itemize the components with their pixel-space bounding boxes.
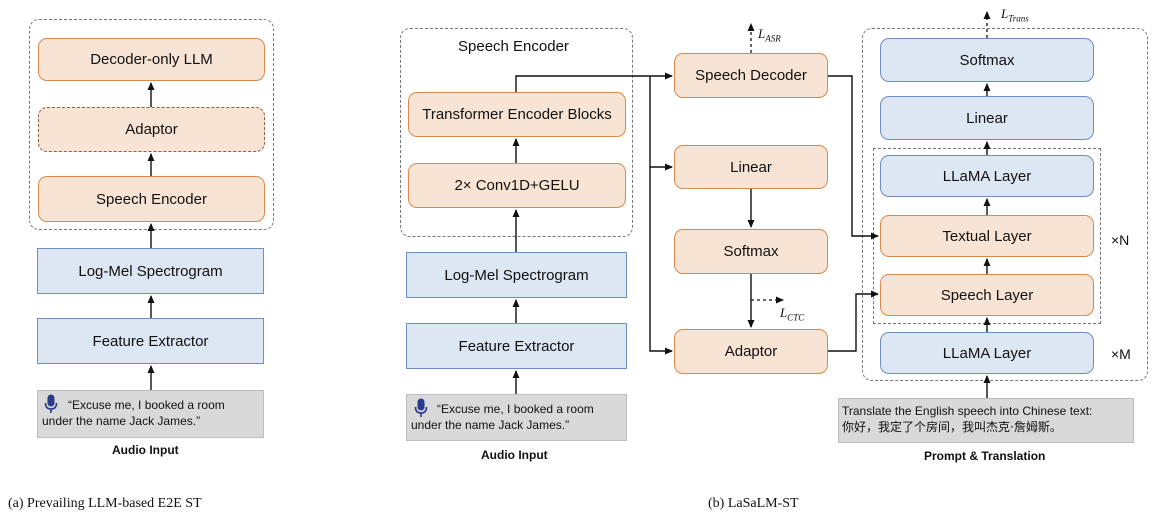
panel-b-microphone-icon bbox=[414, 398, 428, 417]
llama-layer-lower: LLaMA Layer bbox=[880, 332, 1094, 374]
llm-outer-group bbox=[862, 28, 1148, 381]
panel-a-speech-encoder: Speech Encoder bbox=[38, 176, 265, 222]
speech-decoder: Speech Decoder bbox=[674, 53, 828, 98]
mid-linear: Linear bbox=[674, 145, 828, 189]
speech-encoder-title: Speech Encoder bbox=[458, 38, 569, 55]
panel-a-microphone-icon bbox=[44, 394, 58, 413]
prompt-translation-box: Translate the English speech into Chines… bbox=[838, 398, 1134, 443]
panel-a-audio-text-line-1: “Excuse me, I booked a room bbox=[68, 398, 225, 412]
translation-text: 你好，我定了个房间，我叫杰克·詹姆斯。 bbox=[842, 420, 1062, 434]
panel-b-feature-extractor: Feature Extractor bbox=[406, 323, 627, 369]
loss-ctc-label: LCTC bbox=[780, 305, 805, 323]
panel-b-audio-text-line-1: “Excuse me, I booked a room bbox=[437, 402, 594, 416]
speech-layer: Speech Layer bbox=[880, 274, 1094, 316]
panel-a-log-mel-spectrogram: Log-Mel Spectrogram bbox=[37, 248, 264, 294]
loss-asr-label: LASR bbox=[758, 26, 781, 44]
panel-b-log-mel-spectrogram: Log-Mel Spectrogram bbox=[406, 252, 627, 298]
panel-b-audio-input-box: “Excuse me, I booked a room under the na… bbox=[406, 394, 627, 441]
top-softmax: Softmax bbox=[880, 38, 1094, 82]
loss-trans-label: LTrans bbox=[1001, 6, 1029, 24]
conv1d-gelu-block: 2× Conv1D+GELU bbox=[408, 163, 626, 208]
times-m-label: ×M bbox=[1111, 346, 1131, 362]
panel-a-audio-input-label: Audio Input bbox=[112, 443, 179, 457]
panel-a-audio-text-line-2: under the name Jack James.” bbox=[42, 414, 201, 428]
panel-a-adaptor: Adaptor bbox=[38, 107, 265, 152]
panel-a-caption: (a) Prevailing LLM-based E2E ST bbox=[8, 496, 202, 511]
panel-b-audio-text-line-2: under the name Jack James.” bbox=[411, 418, 570, 432]
textual-layer: Textual Layer bbox=[880, 215, 1094, 257]
prompt-text: Translate the English speech into Chines… bbox=[842, 404, 1093, 418]
prompt-translation-label: Prompt & Translation bbox=[924, 449, 1046, 463]
panel-a-feature-extractor: Feature Extractor bbox=[37, 318, 264, 364]
panel-b-adaptor: Adaptor bbox=[674, 329, 828, 374]
times-n-label: ×N bbox=[1111, 232, 1130, 248]
panel-b-audio-input-label: Audio Input bbox=[481, 448, 548, 462]
panel-b-caption: (b) LaSaLM-ST bbox=[708, 496, 799, 511]
panel-a-audio-input-box: “Excuse me, I booked a room under the na… bbox=[37, 390, 264, 438]
panel-a-decoder-only-llm: Decoder-only LLM bbox=[38, 38, 265, 81]
llama-layer-upper: LLaMA Layer bbox=[880, 155, 1094, 197]
top-linear: Linear bbox=[880, 96, 1094, 140]
mid-softmax: Softmax bbox=[674, 229, 828, 274]
transformer-encoder-blocks: Transformer Encoder Blocks bbox=[408, 92, 626, 137]
